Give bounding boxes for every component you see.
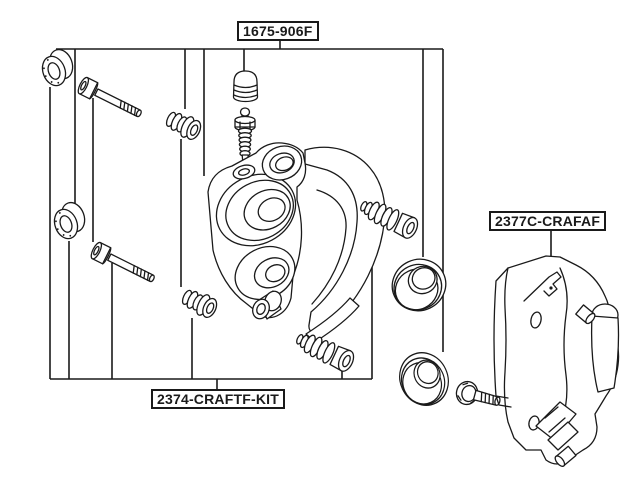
- part-number-label-kit-top[interactable]: 1675-906F: [237, 21, 319, 41]
- part-brake-caliper-body: [207, 142, 386, 343]
- part-caliper-mounting-bracket: [493, 255, 620, 467]
- part-guide-bushing-ring-lower: [48, 198, 91, 243]
- part-bleeder-screw-cap: [232, 70, 259, 103]
- part-guide-pin-bolt-upper: [75, 75, 146, 123]
- part-number-label-kit-bottom[interactable]: 2374-CRAFTF-KIT: [151, 389, 286, 409]
- part-guide-bushing-ring-upper: [36, 45, 79, 90]
- part-bracket-mount-bolt: [455, 380, 501, 406]
- part-number-label-bracket[interactable]: 2377C-CRAFAF: [489, 211, 607, 231]
- part-guide-pin-grommet-lower: [178, 285, 221, 322]
- part-guide-pin-bolt-lower: [88, 240, 159, 288]
- caliper-guide-lug: [252, 290, 282, 320]
- part-guide-pin-grommet-upper: [162, 107, 205, 144]
- part-piston-dust-boot-ring: [390, 344, 458, 414]
